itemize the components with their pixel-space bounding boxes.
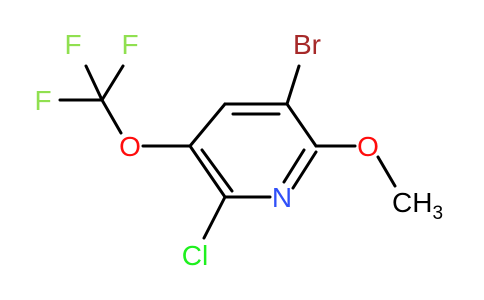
- bond-o-cf3: [100, 98, 123, 135]
- ring-bond-c4-c5: [188, 102, 227, 148]
- atom-label-oxygen-ocf3: O: [119, 131, 141, 162]
- atom-label-methyl: CH3: [392, 187, 443, 224]
- ring-bond-n-c2: [291, 150, 318, 190]
- bond-cf3-f-right: [100, 64, 125, 102]
- atom-label-f-right: F: [121, 29, 138, 60]
- methyl-subscript-3: 3: [432, 203, 443, 224]
- bond-o-ch3: [376, 155, 397, 188]
- methyl-ch: CH: [392, 187, 432, 218]
- ring-double-bond-n-c2: [282, 148, 306, 184]
- atom-labels: F F F Br O O N Cl CH3: [34, 29, 443, 271]
- ring-bond-c5-c6: [188, 144, 227, 199]
- bond-c3-br: [285, 64, 301, 106]
- atom-label-nitrogen: N: [272, 182, 292, 213]
- atom-label-oxygen-methoxy: O: [357, 131, 379, 162]
- pyridine-ring: [188, 102, 318, 199]
- atom-label-f-top: F: [64, 29, 81, 60]
- atom-label-bromine: Br: [293, 29, 321, 60]
- ring-double-bond-c5-c6: [200, 148, 234, 193]
- atom-label-chlorine: Cl: [182, 240, 208, 271]
- bond-c6-cl: [202, 195, 227, 240]
- bond-cf3-f-top: [84, 64, 104, 102]
- substituent-bonds: [58, 64, 397, 240]
- atom-label-f-left: F: [34, 85, 51, 116]
- ring-bond-c2-c3: [285, 102, 318, 148]
